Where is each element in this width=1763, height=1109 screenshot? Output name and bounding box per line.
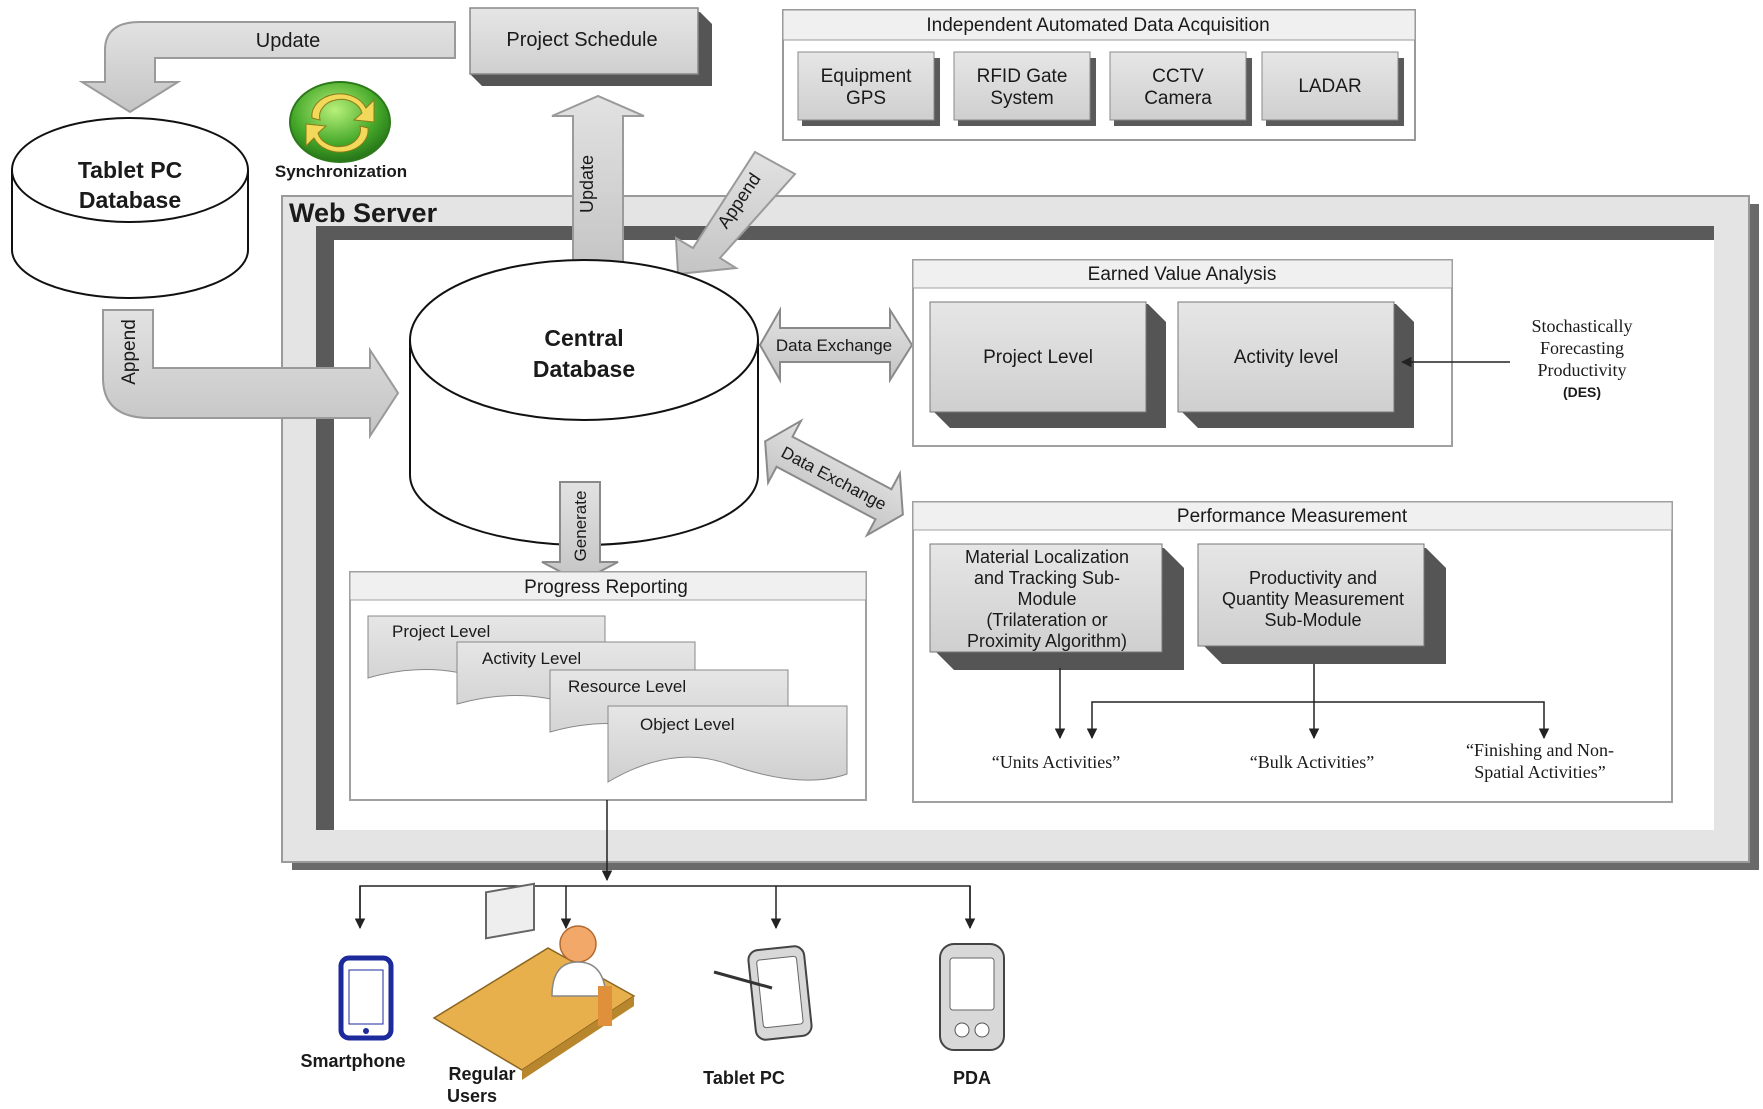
forecast-line1: Stochastically	[1532, 316, 1633, 336]
bulk-activities: “Bulk Activities”	[1250, 752, 1374, 772]
tablet-db-line1: Tablet PC	[78, 157, 182, 183]
productivity-line2: Quantity Measurement	[1222, 589, 1404, 609]
acq-2-line2: System	[990, 88, 1053, 109]
regular-users-line2: Users	[447, 1086, 497, 1106]
generate-label: Generate	[571, 491, 590, 562]
tablet-pc-database: Tablet PC Database	[11, 117, 249, 299]
performance-connectors	[1054, 664, 1550, 740]
distribution-connectors	[354, 800, 976, 930]
data-exchange-1-label: Data Exchange	[776, 336, 892, 355]
smartphone-label: Smartphone	[300, 1051, 405, 1071]
pda-icon	[939, 943, 1005, 1051]
central-db-line2: Database	[533, 356, 635, 382]
update-label: Update	[256, 30, 321, 52]
central-database: Central Database	[409, 259, 759, 546]
append-arrow-left: Append	[102, 309, 400, 440]
acquisition-cctv-camera: CCTV Camera	[1109, 51, 1252, 126]
acq-3-line2: Camera	[1144, 88, 1212, 109]
forecast-note: Stochastically Forecasting Productivity …	[1400, 316, 1633, 400]
synchronization-label: Synchronization	[275, 162, 407, 181]
tablet-db-line2: Database	[79, 187, 181, 213]
material-line5: Proximity Algorithm)	[967, 631, 1127, 651]
update-arrow-vertical: Update	[551, 94, 645, 271]
pda-label: PDA	[953, 1068, 991, 1088]
tablet-pc-label: Tablet PC	[703, 1068, 785, 1088]
project-schedule-label: Project Schedule	[506, 29, 657, 51]
acquisition-title: Independent Automated Data Acquisition	[926, 15, 1269, 36]
append-left-label: Append	[119, 319, 140, 385]
acq-1-line2: GPS	[846, 88, 886, 109]
earned-value-title: Earned Value Analysis	[1088, 264, 1277, 285]
forecast-line2: Forecasting	[1540, 338, 1624, 358]
acquisition-equipment-gps: Equipment GPS	[797, 51, 940, 126]
ev-project-level-label: Project Level	[983, 347, 1093, 368]
project-schedule-box: Project Schedule	[469, 7, 712, 86]
progress-resource-level: Resource Level	[568, 677, 686, 696]
web-server-title: Web Server	[289, 198, 438, 228]
update-arrow-left: Update	[78, 21, 456, 114]
finishing-line1: “Finishing and Non-	[1466, 740, 1614, 760]
progress-level-docs: Project Level Activity Level Resource Le…	[367, 615, 848, 783]
forecast-line3: Productivity	[1538, 360, 1627, 380]
material-line4: (Trilateration or	[986, 610, 1107, 630]
forecast-tag: (DES)	[1563, 384, 1601, 400]
acquisition-ladar: LADAR	[1261, 51, 1404, 126]
update-vertical-label: Update	[577, 155, 597, 213]
central-db-line1: Central	[544, 325, 623, 351]
productivity-quantity-box: Productivity and Quantity Measurement Su…	[1197, 543, 1446, 664]
ev-activity-level-label: Activity level	[1234, 347, 1339, 368]
material-localization-box: Material Localization and Tracking Sub- …	[929, 543, 1184, 670]
progress-object-level: Object Level	[640, 715, 735, 734]
finishing-line2: Spatial Activities”	[1474, 762, 1605, 782]
productivity-line1: Productivity and	[1249, 568, 1377, 588]
synchronization-icon: Synchronization	[275, 81, 407, 181]
ev-activity-level-box: Activity level	[1177, 301, 1414, 428]
acq-1-line1: Equipment	[821, 66, 913, 87]
acquisition-rfid-gate: RFID Gate System	[953, 51, 1096, 126]
progress-title: Progress Reporting	[524, 577, 688, 598]
units-activities: “Units Activities”	[992, 752, 1120, 772]
tablet-pc-icon	[713, 945, 813, 1041]
acq-4-line1: LADAR	[1298, 76, 1361, 97]
acq-2-line1: RFID Gate	[977, 66, 1068, 87]
progress-activity-level: Activity Level	[482, 649, 581, 668]
performance-title: Performance Measurement	[1177, 506, 1408, 527]
user-at-desk-icon	[432, 882, 636, 1080]
productivity-line3: Sub-Module	[1264, 610, 1361, 630]
acq-3-line1: CCTV	[1152, 66, 1204, 87]
material-line3: Module	[1017, 589, 1076, 609]
material-line2: and Tracking Sub-	[974, 568, 1120, 588]
regular-users-line1: Regular	[448, 1064, 515, 1084]
ev-project-level-box: Project Level	[929, 301, 1166, 428]
material-line1: Material Localization	[965, 547, 1129, 567]
smartphone-icon	[338, 955, 394, 1041]
progress-project-level: Project Level	[392, 622, 490, 641]
